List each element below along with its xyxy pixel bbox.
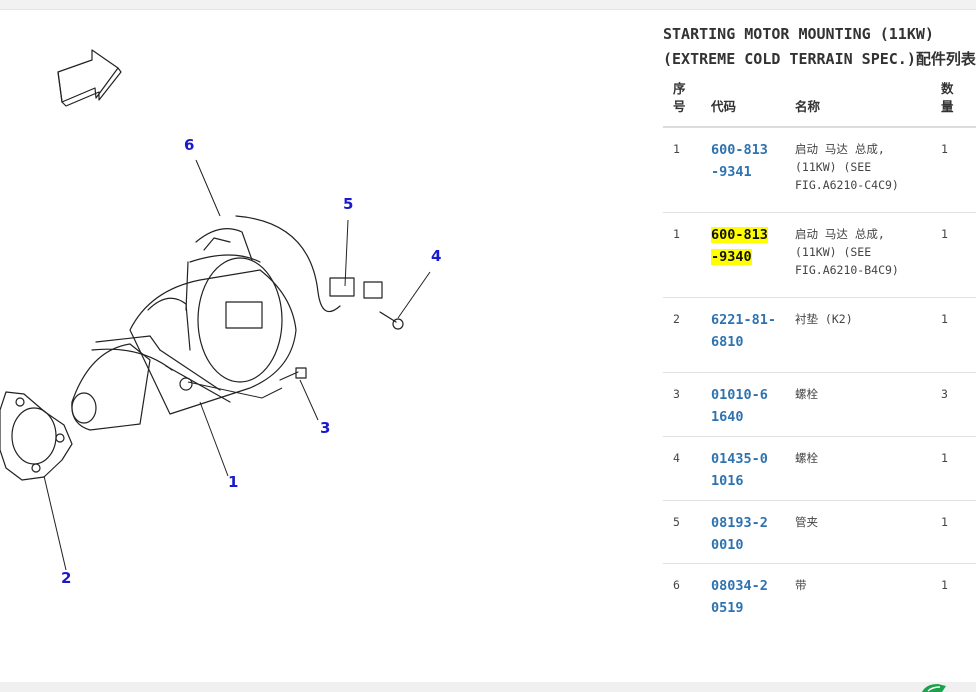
- callout-6[interactable]: 6: [184, 136, 195, 154]
- table-row: 5 08193-20010 管夹 1: [663, 501, 976, 564]
- row-qty: 1: [941, 227, 948, 241]
- parts-list-title: STARTING MOTOR MOUNTING (11KW) (EXTREME …: [663, 25, 976, 68]
- row-qty: 1: [941, 142, 948, 156]
- row-name: 螺栓: [795, 451, 818, 465]
- table-row: 1 600-813-9341 启动 马达 总成, (11KW) (SEE FIG…: [663, 128, 976, 213]
- row-code-link-highlighted[interactable]: 600-813-9340: [711, 225, 771, 268]
- row-name: 管夹: [795, 515, 818, 529]
- parts-table-header: 序号 代码 名称 数量: [663, 78, 976, 128]
- highlighted-code-text[interactable]: 600-813-9340: [711, 227, 768, 265]
- row-qty: 1: [941, 451, 948, 465]
- row-seq: 2: [673, 312, 680, 326]
- parts-list-panel: STARTING MOTOR MOUNTING (11KW) (EXTREME …: [663, 10, 976, 682]
- row-name: 启动 马达 总成, (11KW) (SEE FIG.A6210-B4C9): [795, 227, 899, 277]
- row-name: 螺栓: [795, 387, 818, 401]
- gasket-part: [0, 391, 73, 481]
- row-code-link[interactable]: 01010-61640: [711, 387, 768, 425]
- table-row: 2 6221-81-6810 衬垫 (K2) 1: [663, 298, 976, 373]
- callout-1[interactable]: 1: [228, 473, 239, 491]
- row-qty: 1: [941, 515, 948, 529]
- header-seq: 序号: [673, 81, 686, 114]
- callout-2[interactable]: 2: [61, 569, 72, 587]
- leader-lines: [43, 159, 431, 571]
- table-row: 6 08034-20519 带 1: [663, 564, 976, 626]
- header-code: 代码: [711, 99, 737, 114]
- header-name: 名称: [795, 99, 821, 114]
- table-row: 3 01010-61640 螺栓 3: [663, 373, 976, 437]
- corner-logo-icon: [922, 684, 946, 692]
- row-code-link[interactable]: 08193-20010: [711, 515, 768, 553]
- row-qty: 1: [941, 578, 948, 592]
- parts-diagram: 6 5 4 3 1 2: [0, 10, 650, 682]
- table-row: 4 01435-01016 螺栓 1: [663, 437, 976, 501]
- header-qty: 数量: [941, 81, 954, 114]
- table-row: 1 600-813-9340 启动 马达 总成, (11KW) (SEE FIG…: [663, 213, 976, 298]
- row-qty: 3: [941, 387, 948, 401]
- exploded-view-drawing: [0, 49, 431, 571]
- row-name: 衬垫 (K2): [795, 312, 853, 326]
- row-seq: 1: [673, 227, 680, 241]
- row-name: 带: [795, 578, 807, 592]
- callout-4[interactable]: 4: [431, 247, 442, 265]
- callout-3[interactable]: 3: [320, 419, 331, 437]
- row-code-link[interactable]: 600-813-9341: [711, 142, 768, 180]
- fwd-arrow-icon: [57, 49, 122, 107]
- row-seq: 4: [673, 451, 680, 465]
- row-seq: 1: [673, 142, 680, 156]
- row-seq: 5: [673, 515, 680, 529]
- browser-bottom-bar: [0, 682, 976, 692]
- callout-5[interactable]: 5: [343, 195, 354, 213]
- row-code-link[interactable]: 08034-20519: [711, 578, 768, 616]
- row-code-link[interactable]: 6221-81-6810: [711, 312, 777, 350]
- row-qty: 1: [941, 312, 948, 326]
- row-code-link[interactable]: 01435-01016: [711, 451, 768, 489]
- row-seq: 6: [673, 578, 680, 592]
- row-name: 启动 马达 总成, (11KW) (SEE FIG.A6210-C4C9): [795, 142, 899, 192]
- browser-top-bar: [0, 0, 976, 10]
- row-seq: 3: [673, 387, 680, 401]
